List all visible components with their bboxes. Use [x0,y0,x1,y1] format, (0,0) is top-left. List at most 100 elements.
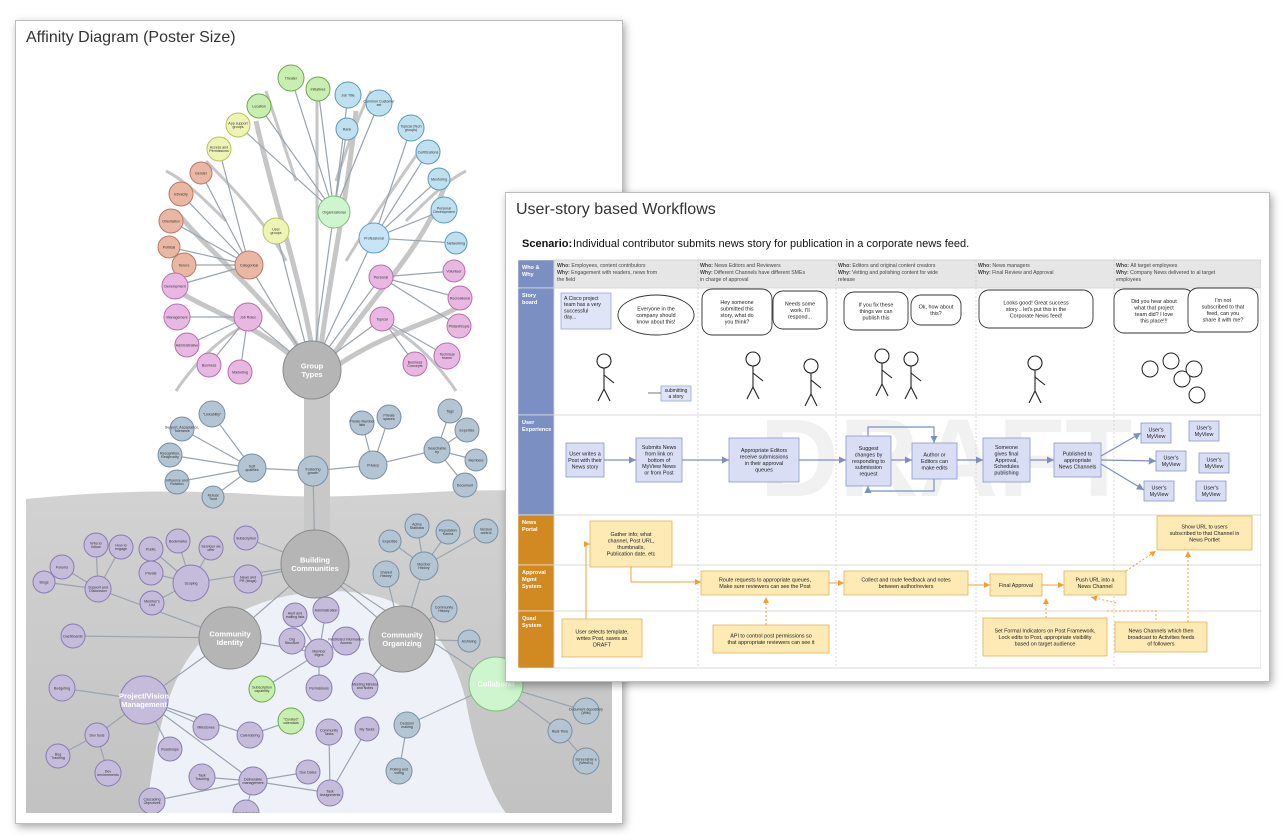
tree-node-circle [84,722,110,748]
tree-node-document: Document [452,472,478,498]
tree-node-label: Budgeting [54,686,70,690]
tree-node-circle [317,195,351,229]
ux-box [1053,442,1102,478]
tree-node-circle [277,64,305,92]
tree-node-circle [84,575,112,603]
tree-node-label: Certifications [418,150,439,154]
tree-node-circle [430,196,458,224]
tree-node-circle [282,340,342,400]
tree-node-circle [365,89,393,117]
tree-node-budgeting: Budgeting [48,674,76,702]
tree-node-business: Business [196,352,222,378]
system-box [843,570,969,596]
tree-node-circle [174,332,200,358]
speech-bubble-shape [978,289,1094,329]
ux-box [1143,480,1175,502]
tree-node-circle [304,638,334,668]
tree-node-location: Location [246,93,272,119]
tree-edge [180,193,250,266]
tree-node-label: Ethnicity [174,192,188,196]
tree-node-label: Screenshar e(WebEx) [575,757,596,765]
figure-leg [597,388,605,402]
tree-node-circle [415,139,441,165]
tree-node-circle [376,404,402,430]
tree-node-circle [168,181,194,207]
tree-node-label: Categorical [240,263,258,267]
tree-node-label: Organizational [322,210,345,214]
tree-node-circle [234,250,264,280]
tree-node-screenshot-webex: Screenshar e(WebEx) [572,747,600,775]
ux-box [1198,452,1230,474]
tree-node-circle [246,93,272,119]
system-box-text: Route requests to appropriate queues,Mak… [719,578,812,590]
figure-leg [746,386,754,400]
tree-node-label: Tags [446,409,454,413]
tree-edge [333,94,349,213]
tree-edge [380,276,461,299]
tree-edge [373,151,429,239]
tree-node-label: Development [164,284,185,288]
tree-edge [170,220,250,266]
tree-node-categorical: Categorical [234,250,264,280]
tree-node-label: Mentoring [431,177,447,181]
tree-node-circle [423,436,451,464]
figure-leg [810,393,818,407]
tree-node-circle [161,272,189,300]
tree-node-label: Document [457,483,473,487]
sys-select-template: User selects template,writes Post, saves… [561,618,643,658]
tree-node-milestones: Milestones [192,713,220,741]
scenario-text: Individual contributor submits news stor… [573,238,969,250]
tree-node-circle [378,529,402,553]
tree-node-label: Theater [285,76,298,80]
tree-node-circle [60,623,86,649]
row-label-band [517,514,555,566]
system-box [700,570,830,596]
affinity-diagram-title: Affinity Diagram (Poster Size) [26,29,236,46]
tree-node-circle [139,590,165,616]
tree-node-label: Professional [364,236,384,240]
ux-loop-arrow [867,426,938,443]
figure-reviewer [803,358,822,407]
tree-node-circle [238,766,268,796]
tree-node-linkability: "Linkability" [198,400,226,428]
tree-node-forums: Forums [49,554,75,580]
tree-node-circle [282,602,308,628]
tree-node-development: Development [161,272,189,300]
tree-branch [165,169,228,223]
tree-node-circle [385,757,413,785]
sys-final-approval: Final Approval [989,573,1043,597]
tree-node-organizational: Organizational [317,195,351,229]
tree-node-volunteer: Volunteer [442,259,466,283]
tree-node-circle [473,518,499,544]
tree-node-philanthropic: Philanthropic [446,313,472,339]
workflow-card: User-story based Workflows Scenario: Ind… [505,192,1270,682]
tree-node-circle [312,596,340,624]
tree-node-label: Recognition,Reciprocity [160,451,180,459]
tree-node-label: Expertise [460,428,475,432]
tree-node-theater: Theater [277,64,305,92]
